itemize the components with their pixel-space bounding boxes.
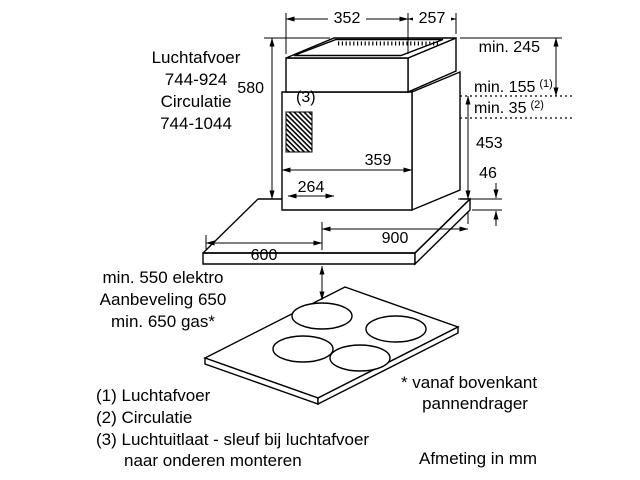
canopy-front-face (202, 252, 416, 265)
vent-slot (285, 111, 313, 153)
footnote-3-continued: naar onderen monteren (124, 451, 302, 470)
hob-clearance-line-3: min. 650 gas* (111, 312, 215, 331)
chimney-upper-front-face (285, 57, 409, 93)
slot-ref-label: (3) (296, 89, 316, 106)
hob-clearance-line-1: min. 550 elektro (103, 268, 224, 287)
star-note-line-2: pannendrager (422, 394, 528, 413)
dim-top-depth-label: 257 (419, 10, 446, 27)
dim-canopy-depth-label: 600 (251, 247, 278, 264)
footnote-3: (3) Luchtuitlaat - sleuf bij luchtafvoer (96, 430, 369, 449)
burner-4 (329, 344, 391, 372)
burner-2 (365, 315, 427, 343)
exhaust-clearance-sup: (1) (539, 78, 552, 90)
dim-canopy-width-label: 900 (382, 230, 409, 247)
height-range-line-1: Luchtafvoer (152, 48, 241, 67)
label-bg-352 (328, 10, 366, 27)
recirc-clearance-label: min. 35(2) (474, 99, 544, 117)
burner-3 (272, 335, 334, 363)
footnote-1: (1) Luchtafvoer (96, 386, 211, 405)
exhaust-clearance-label: min. 155 (1) (474, 78, 553, 96)
chimney-lower-side-face (411, 70, 461, 212)
canopy-top-face (203, 199, 470, 253)
dim-lower-width-label: 359 (365, 152, 392, 169)
dim-canopy-thickness-label: 46 (479, 165, 497, 182)
chimney (281, 36, 461, 212)
dim-top-width-label: 352 (334, 10, 361, 27)
recirc-clearance-sup: (2) (530, 99, 543, 111)
footnote-2: (2) Circulatie (96, 408, 192, 427)
dim-chimney-height-label: 580 (237, 80, 264, 97)
dim-lower-height-label: 453 (476, 135, 503, 152)
height-range-line-3: Circulatie (161, 92, 232, 111)
label-bg-257 (413, 10, 451, 27)
ceiling-clearance-label: min. 245 (479, 39, 540, 56)
hob-clearance-line-2: Aanbeveling 650 (100, 290, 227, 309)
cooktop (203, 286, 460, 406)
cooktop-front-right-edge (317, 325, 459, 406)
recirc-clearance-text: min. 35 (474, 100, 527, 117)
height-range-line-4: 744-1044 (160, 114, 232, 133)
height-range-line-2: 744-924 (165, 70, 227, 89)
units-note: Afmeting in mm (419, 449, 537, 468)
burner-1 (291, 302, 353, 330)
dim-lower-depth-label: 264 (298, 179, 325, 196)
labels: 352 257 min. 245 Luchtafvoer 744-924 Cir… (96, 10, 553, 470)
exhaust-clearance-text: min. 155 (474, 79, 535, 96)
chimney-top-rim-inner (293, 38, 444, 57)
star-note-line-1: * vanaf bovenkant (401, 373, 537, 392)
